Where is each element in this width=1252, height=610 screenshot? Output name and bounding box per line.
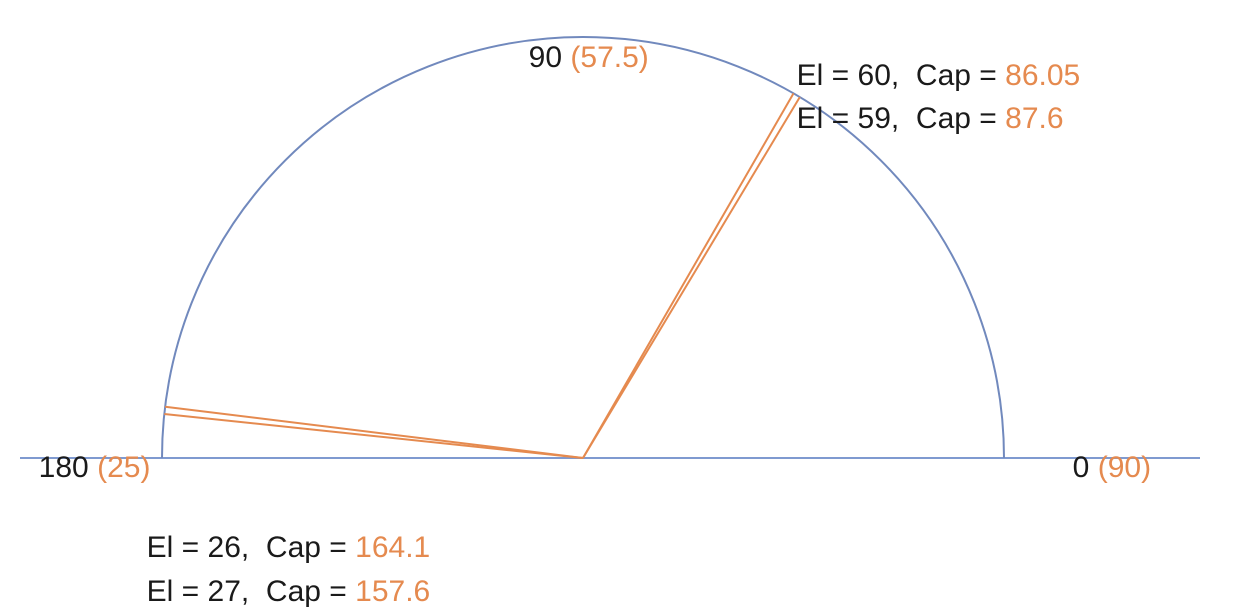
reading-top-2-cap: 87.6 [1005, 102, 1064, 135]
reading-bottom-1-cap: 164.1 [355, 531, 431, 564]
reading-top-2-el: El = 59, Cap = [796, 102, 1006, 135]
scale-label-top: 90 (57.5) [512, 4, 649, 76]
reading-top-1: El = 60, Cap = 86.05 [780, 22, 1081, 94]
reading-bottom-2: El = 27, Cap = 157.6 [130, 538, 431, 610]
reading-top-1-el: El = 60, Cap = [796, 59, 1006, 92]
reading-bottom-2-cap: 157.6 [355, 575, 431, 608]
measurement-ray [582, 92, 795, 459]
scale-value-right: (90) [1097, 451, 1152, 484]
measurement-ray [164, 413, 584, 459]
scale-label-right: 0 (90) [1056, 414, 1151, 486]
reading-bottom-2-el: El = 27, Cap = [146, 575, 356, 608]
reading-bottom-1-el: El = 26, Cap = [146, 531, 356, 564]
scale-value-top: (57.5) [570, 41, 649, 74]
scale-label-left: 180 (25) [22, 414, 151, 486]
scale-angle-top: 90 [528, 41, 563, 74]
reading-bottom-1: El = 26, Cap = 164.1 [130, 494, 431, 566]
reading-top-2: El = 59, Cap = 87.6 [780, 65, 1064, 137]
scale-value-left: (25) [97, 451, 151, 484]
measurement-ray [164, 405, 584, 459]
scale-angle-left: 180 [38, 451, 89, 484]
semicircle-arc [161, 36, 1005, 459]
reading-top-1-cap: 86.05 [1005, 59, 1081, 92]
scale-angle-right: 0 [1072, 451, 1090, 484]
measurement-ray [582, 96, 801, 459]
